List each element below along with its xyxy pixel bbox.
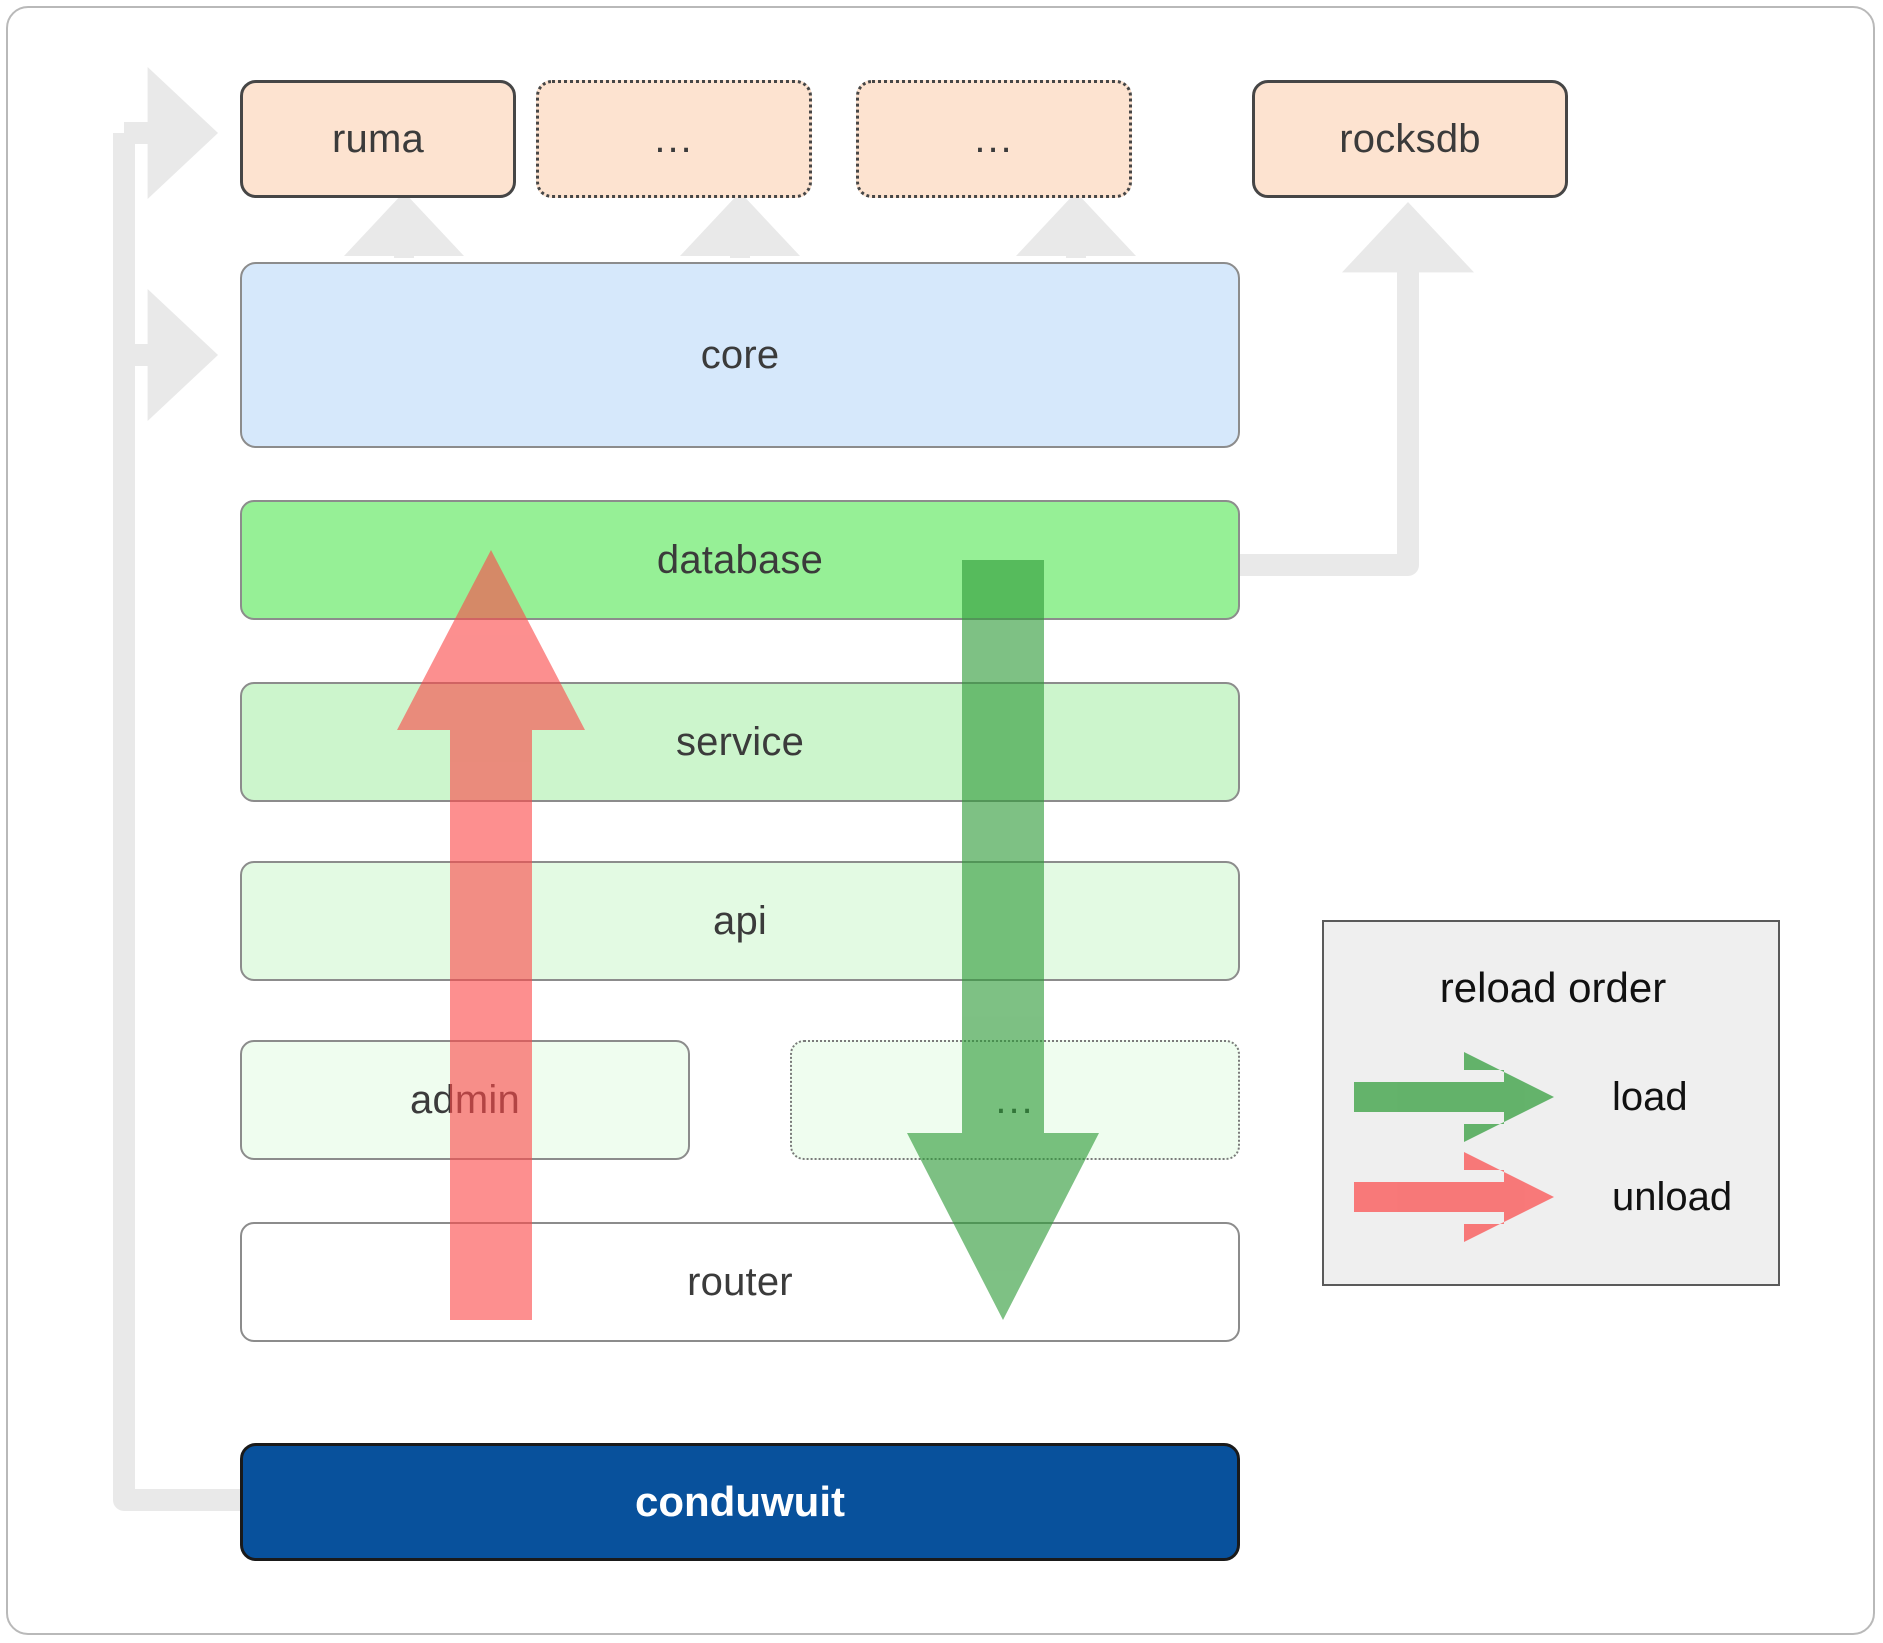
layer-box-router[interactable]: router <box>240 1222 1240 1342</box>
load-arrow-icon <box>1354 1052 1554 1142</box>
crate-box-dots-1[interactable]: ... <box>536 80 812 198</box>
layer-label-dots-bottom: ... <box>995 1077 1035 1122</box>
layer-box-service[interactable]: service <box>240 682 1240 802</box>
crate-box-ruma[interactable]: ruma <box>240 80 516 198</box>
legend-label-unload: unload <box>1612 1174 1733 1219</box>
layer-label-service: service <box>675 719 805 764</box>
legend-label-load: load <box>1612 1074 1688 1119</box>
layer-label-database: database <box>656 537 824 582</box>
legend-row-unload: unload <box>1324 1152 1782 1242</box>
layer-box-dots-bottom[interactable]: ... <box>790 1040 1240 1160</box>
layer-box-admin[interactable]: admin <box>240 1040 690 1160</box>
layer-box-database[interactable]: database <box>240 500 1240 620</box>
layer-box-api[interactable]: api <box>240 861 1240 981</box>
crate-label-dots-2: ... <box>974 116 1014 161</box>
layer-label-router: router <box>687 1259 793 1304</box>
layer-box-core[interactable]: core <box>240 262 1240 448</box>
crate-label-rocksdb: rocksdb <box>1339 116 1481 161</box>
layer-label-admin: admin <box>410 1077 520 1122</box>
unload-arrow-icon <box>1354 1152 1554 1242</box>
crate-label-dots-1: ... <box>654 116 694 161</box>
crate-box-rocksdb[interactable]: rocksdb <box>1252 80 1568 198</box>
layer-label-api: api <box>713 898 767 943</box>
layer-label-core: core <box>700 332 780 377</box>
crate-box-dots-2[interactable]: ... <box>856 80 1132 198</box>
binary-box-conduwuit[interactable]: conduwuit <box>240 1443 1240 1561</box>
diagram-frame <box>6 6 1875 1635</box>
legend-title: reload order <box>1439 964 1667 1011</box>
legend-row-load: load <box>1324 1052 1782 1142</box>
binary-label-conduwuit: conduwuit <box>635 1478 845 1525</box>
legend-panel: reload order load unload <box>1322 920 1780 1286</box>
crate-label-ruma: ruma <box>332 116 424 161</box>
